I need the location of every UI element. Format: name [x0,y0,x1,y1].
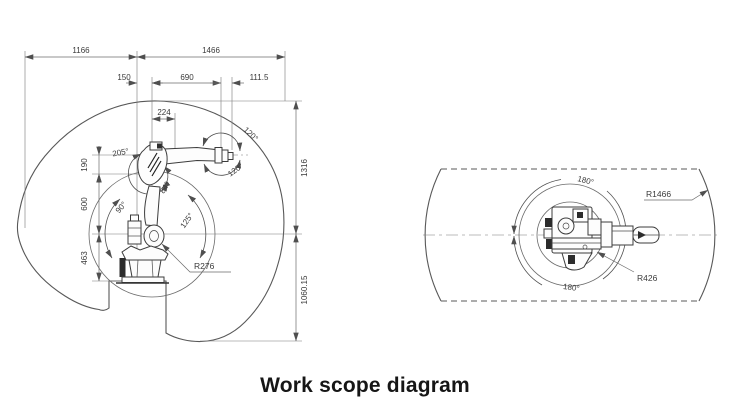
angle-205-label: 205° [112,147,130,159]
angle-180-bottom-label: 180° [563,282,581,293]
side-view-dimension-lines [24,54,299,342]
angle-125-label: 125° [179,211,196,230]
side-view-labels: 1166 1466 150 690 111.5 224 190 600 463 … [72,46,309,304]
top-view-angle-arcs [511,179,709,286]
dim-1316-label: 1316 [300,159,309,177]
dim-1466-label: 1466 [202,46,220,55]
radius-r1466-label: R1466 [646,189,671,199]
angle-120-upper-label: 120° [242,125,260,143]
robot-arm-side-view [116,141,234,284]
dim-1060-label: 1060.15 [300,275,309,304]
angle-120-lower-label: 120° [226,161,245,178]
angle-90-label: 90° [114,200,129,215]
radius-r276-label: R276 [194,261,215,271]
dim-150-label: 150 [117,73,131,82]
dim-190-label: 190 [80,158,89,172]
dim-690-label: 690 [180,73,194,82]
radius-r426-label: R426 [637,273,658,283]
robot-arm-top-view [543,206,660,271]
top-view: 180° 180° R1466 R426 [423,168,717,302]
angle-180-top-label: 180° [576,174,594,187]
side-view: 1166 1466 150 690 111.5 224 190 600 463 … [16,46,309,343]
dim-463-label: 463 [80,251,89,265]
figure-title: Work scope diagram [260,374,470,397]
top-view-labels: 180° 180° R1466 R426 [563,174,672,293]
dim-600-label: 600 [80,197,89,211]
dim-111-5-label: 111.5 [250,73,269,82]
dim-1166-label: 1166 [72,46,90,55]
dim-224-label: 224 [157,108,171,117]
work-scope-drawing: 1166 1466 150 690 111.5 224 190 600 463 … [16,46,717,343]
